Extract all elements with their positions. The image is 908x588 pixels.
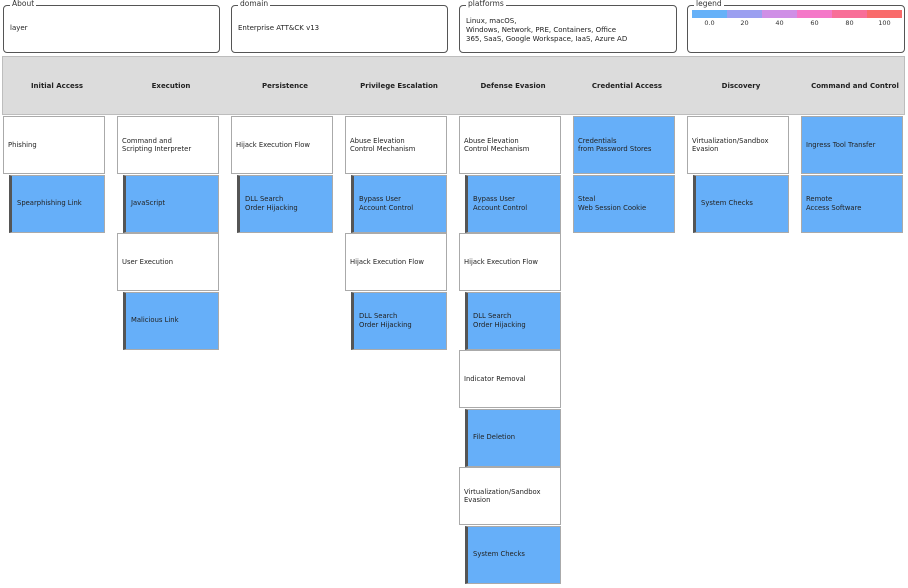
legend-tick-label: 60 <box>810 19 819 27</box>
technique-cell[interactable]: Virtualization/Sandbox Evasion <box>687 116 789 174</box>
legend-tick-label: 100 <box>878 19 891 27</box>
platforms-box: platforms Linux, macOS, Windows, Network… <box>459 0 677 53</box>
domain-box: domain Enterprise ATT&CK v13 <box>231 0 448 53</box>
about-value: layer <box>10 24 28 32</box>
technique-cell[interactable]: Hijack Execution Flow <box>459 233 561 291</box>
technique-cell[interactable]: User Execution <box>117 233 219 291</box>
tactic-header[interactable]: Defense Evasion <box>480 81 546 90</box>
tactic-header[interactable]: Command and Control <box>811 81 899 90</box>
legend-gradient <box>692 10 902 18</box>
subtechnique-cell[interactable]: Malicious Link <box>123 291 219 350</box>
technique-cell[interactable]: Steal Web Session Cookie <box>573 174 675 233</box>
technique-cell[interactable]: Credentials from Password Stores <box>573 116 675 174</box>
domain-label: domain <box>238 0 271 9</box>
matrix-header-row <box>2 56 905 115</box>
subtechnique-cell[interactable]: JavaScript <box>123 174 219 233</box>
legend-swatch <box>832 10 867 18</box>
subtechnique-cell[interactable]: Bypass User Account Control <box>351 174 447 233</box>
technique-cell[interactable]: Ingress Tool Transfer <box>801 116 903 174</box>
legend-tick-label: 80 <box>845 19 854 27</box>
subtechnique-cell[interactable]: System Checks <box>465 525 561 584</box>
tactic-header[interactable]: Privilege Escalation <box>360 81 438 90</box>
subtechnique-cell[interactable]: Bypass User Account Control <box>465 174 561 233</box>
subtechnique-cell[interactable]: DLL Search Order Hijacking <box>351 291 447 350</box>
subtechnique-cell[interactable]: DLL Search Order Hijacking <box>237 174 333 233</box>
technique-cell[interactable]: Remote Access Software <box>801 174 903 233</box>
subtechnique-cell[interactable]: DLL Search Order Hijacking <box>465 291 561 350</box>
legend-swatch <box>762 10 797 18</box>
tactic-header[interactable]: Credential Access <box>591 81 663 90</box>
legend-tick-label: 0.0 <box>704 19 715 27</box>
technique-cell[interactable]: Abuse Elevation Control Mechanism <box>345 116 447 174</box>
legend-ticks: 0.0 20 40 60 80 100 <box>688 19 904 29</box>
subtechnique-cell[interactable]: File Deletion <box>465 408 561 467</box>
tactic-header[interactable]: Execution <box>151 81 191 90</box>
platforms-value: Linux, macOS, Windows, Network, PRE, Con… <box>466 17 628 43</box>
tactic-header[interactable]: Initial Access <box>30 81 84 90</box>
tactic-header[interactable]: Persistence <box>261 81 309 90</box>
legend-tick-label: 20 <box>740 19 749 27</box>
technique-cell[interactable]: Hijack Execution Flow <box>345 233 447 291</box>
technique-cell[interactable]: Indicator Removal <box>459 350 561 408</box>
tactic-header[interactable]: Discovery <box>721 81 761 90</box>
technique-cell[interactable]: Phishing <box>3 116 105 174</box>
legend-swatch <box>727 10 762 18</box>
subtechnique-cell[interactable]: Spearphishing Link <box>9 174 105 233</box>
legend-box: legend 0.0 20 40 60 80 100 <box>687 0 905 53</box>
legend-swatch <box>867 10 902 18</box>
technique-cell[interactable]: Command and Scripting Interpreter <box>117 116 219 174</box>
legend-label: legend <box>694 0 724 9</box>
legend-swatch <box>797 10 832 18</box>
about-box: About layer <box>3 0 220 53</box>
technique-cell[interactable]: Hijack Execution Flow <box>231 116 333 174</box>
domain-value: Enterprise ATT&CK v13 <box>238 24 320 32</box>
platforms-label: platforms <box>466 0 506 9</box>
subtechnique-cell[interactable]: System Checks <box>693 174 789 233</box>
legend-tick-label: 40 <box>775 19 784 27</box>
legend-swatch <box>692 10 727 18</box>
about-label: About <box>10 0 37 9</box>
technique-cell[interactable]: Abuse Elevation Control Mechanism <box>459 116 561 174</box>
technique-cell[interactable]: Virtualization/Sandbox Evasion <box>459 467 561 525</box>
